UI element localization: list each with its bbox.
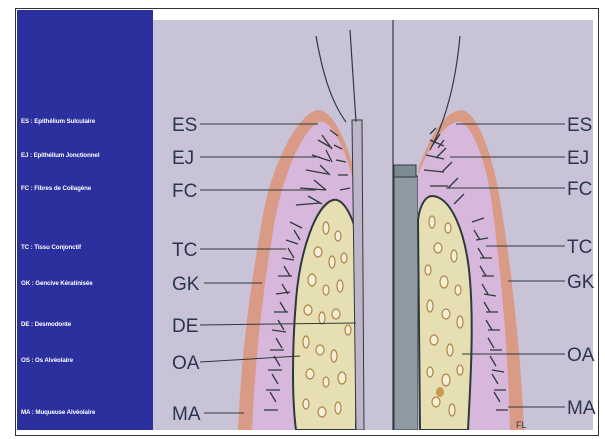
- right-label-tc: TC: [567, 237, 592, 258]
- right-label-gk: GK: [567, 272, 595, 293]
- right-label-fc: FC: [567, 179, 592, 200]
- left-label-tc: TC: [172, 240, 197, 261]
- legend-item-es: ES : Epithélium Sulculaire: [21, 118, 95, 125]
- left-label-de: DE: [172, 316, 198, 337]
- legend-item-tc: TC : Tissu Conjonctif: [21, 244, 81, 251]
- illustration-background: [153, 20, 593, 430]
- legend-panel: ES : Epithélium Sulculaire EJ : Epithéli…: [17, 10, 153, 430]
- left-label-oa: OA: [172, 353, 200, 374]
- right-tooth-root: [394, 176, 418, 430]
- legend-item-gk: GK : Gencive Kératinisée: [21, 280, 93, 287]
- legend-item-fc: FC : Fibres de Collagène: [21, 185, 91, 192]
- legend-item-de: DE : Desmodonte: [21, 321, 71, 328]
- left-label-gk: GK: [172, 274, 200, 295]
- right-label-ma: MA: [567, 398, 596, 419]
- signature: FL: [516, 420, 527, 430]
- left-label-ej: EJ: [172, 148, 194, 169]
- left-label-fc: FC: [172, 181, 197, 202]
- right-label-es: ES: [567, 115, 592, 136]
- right-label-oa: OA: [567, 345, 595, 366]
- legend-item-ma: MA : Muqueuse Alvéolaire: [21, 409, 95, 416]
- left-label-es: ES: [172, 115, 197, 136]
- right-enamel-cap: [394, 165, 416, 177]
- right-label-ej: EJ: [567, 148, 589, 169]
- right-bone-dark-spot: [436, 387, 444, 397]
- left-label-ma: MA: [172, 404, 201, 425]
- legend-item-ej: EJ : Epithélium Jonctionnel: [21, 152, 99, 159]
- legend-item-os: OS : Os Alvéolaire: [21, 357, 73, 364]
